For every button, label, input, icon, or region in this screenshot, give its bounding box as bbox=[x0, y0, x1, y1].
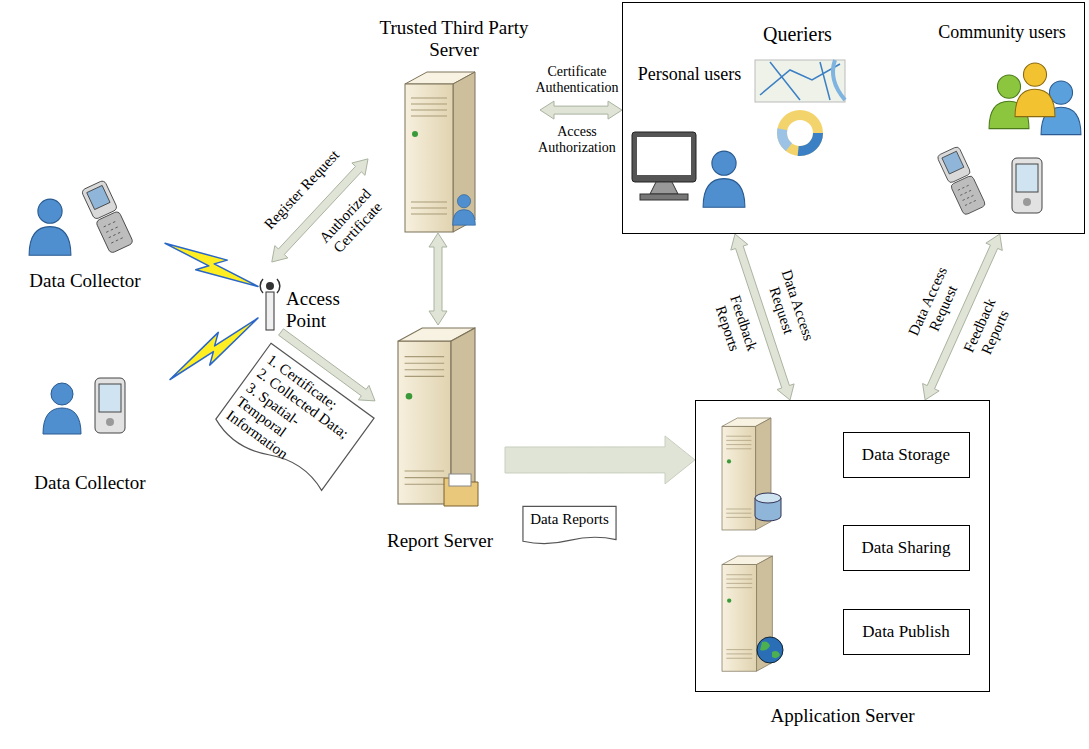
server-group: Trusted Third Party Server bbox=[368, 15, 540, 233]
node-label: Data Publish bbox=[844, 622, 969, 642]
node-label: Application Server bbox=[666, 705, 1019, 727]
queriers-panel: QueriersPersonal users Community users bbox=[622, 2, 1085, 234]
server-group: Report Server bbox=[375, 325, 505, 555]
text-block: Access Point bbox=[286, 288, 373, 332]
wireless-link bbox=[165, 243, 258, 286]
connector-label: Access Authorization bbox=[532, 124, 622, 156]
arrow-connector bbox=[540, 101, 622, 119]
node-label: Access Point bbox=[286, 288, 373, 332]
text-block: Report Server bbox=[375, 530, 505, 552]
text-block: Data Collector bbox=[5, 270, 165, 292]
collector-group: Data Collector bbox=[5, 180, 165, 295]
application-server-box: Application ServerData StorageData Shari… bbox=[695, 400, 990, 692]
node-label: Data Collector bbox=[10, 472, 170, 494]
user-group: Community users bbox=[925, 20, 1080, 230]
text-block: Data Reports bbox=[522, 511, 617, 528]
node-label: Data Sharing bbox=[844, 538, 969, 558]
text-block: Data Publish bbox=[844, 622, 969, 642]
arrow-connector bbox=[505, 436, 695, 484]
user-group: Personal users bbox=[630, 62, 750, 222]
process-box: Data Publish bbox=[843, 609, 970, 655]
connector-label: Feedback Reports bbox=[705, 280, 764, 372]
node-label: Data Collector bbox=[5, 270, 165, 292]
text-block: Data Collector bbox=[10, 472, 170, 494]
text-block: Trusted Third Party Server bbox=[368, 17, 540, 61]
document-outline bbox=[523, 506, 616, 543]
node-label: Queriers bbox=[763, 23, 832, 46]
document-note: 1. Certificate;2. Collected Data;3. Spat… bbox=[204, 341, 376, 509]
text-block: Data Storage bbox=[844, 445, 969, 465]
text-block: Community users bbox=[925, 22, 1080, 43]
access-point: Access Point bbox=[258, 262, 373, 332]
text-block: Data Sharing bbox=[844, 538, 969, 558]
document-outline bbox=[212, 343, 374, 499]
process-box: Data Storage bbox=[843, 432, 970, 478]
node-label: Data Storage bbox=[844, 445, 969, 465]
collector-group: Data Collector bbox=[10, 372, 170, 497]
node-label: Report Server bbox=[375, 530, 505, 552]
text-block: Queriers bbox=[763, 23, 832, 46]
process-box: Data Sharing bbox=[843, 525, 970, 571]
connector-label: Data Access Request bbox=[757, 255, 821, 361]
text-block: Personal users bbox=[630, 64, 750, 85]
arrow-connector bbox=[429, 233, 447, 325]
text-block: Application Server bbox=[666, 705, 1019, 727]
node-label: Personal users bbox=[630, 64, 750, 85]
connector-label: Data Access Request bbox=[900, 252, 973, 357]
connector-label: Feedback Reports bbox=[955, 283, 1021, 375]
text-block: 1. Certificate;2. Collected Data;3. Spat… bbox=[223, 351, 368, 489]
document-note: Data Reports bbox=[522, 506, 617, 548]
wireless-link bbox=[170, 318, 258, 380]
node-label: Data Reports bbox=[522, 511, 617, 528]
node-label: Community users bbox=[925, 22, 1080, 43]
connector-label: Authorized Certificate bbox=[308, 177, 396, 268]
connector-label: Certificate Authentication bbox=[532, 64, 622, 96]
node-label: Trusted Third Party Server bbox=[368, 17, 540, 61]
